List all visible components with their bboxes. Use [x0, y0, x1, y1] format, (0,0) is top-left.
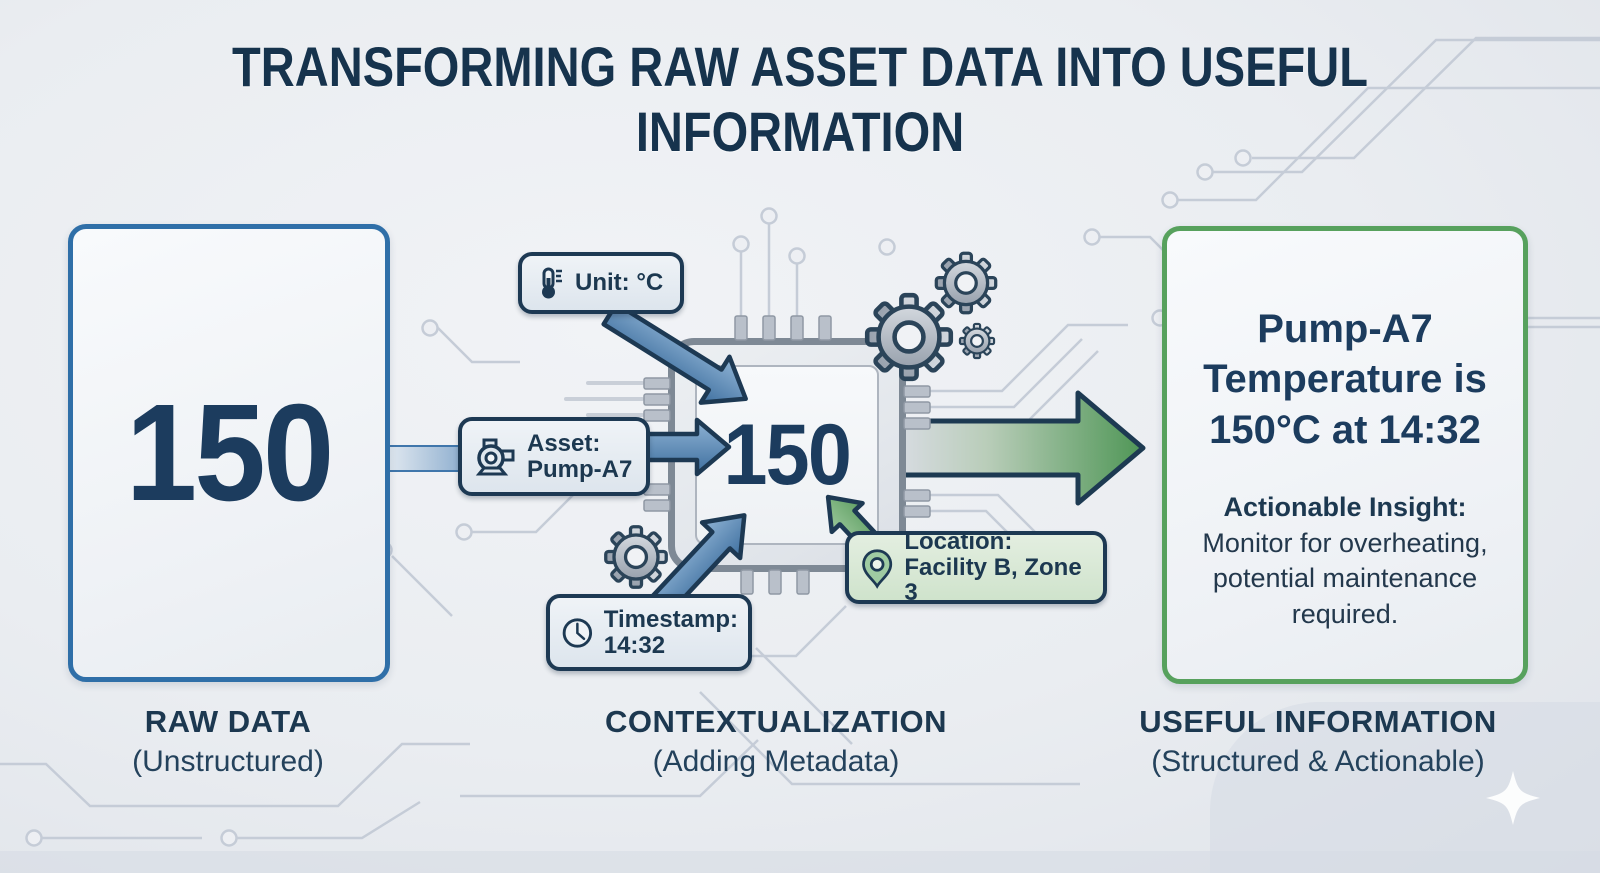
timestamp-tag: Timestamp: 14:32 [546, 594, 752, 671]
raw-data-box: 150 [68, 224, 390, 682]
unit-tag-label: Unit: °C [575, 269, 664, 297]
pump-icon [475, 438, 515, 475]
asset-tag-label: Asset: Pump-A7 [527, 429, 633, 483]
gear-icon-bottom [604, 525, 668, 589]
actionable-insight: Actionable Insight: Monitor for overheat… [1180, 490, 1510, 633]
chip-stub-traces [564, 381, 644, 417]
asset-tag: Asset: Pump-A7 [458, 417, 650, 496]
raw-stage-label: RAW DATA (Unstructured) [132, 704, 324, 778]
map-pin-icon [862, 548, 893, 589]
location-tag-label: Location: Facility B, Zone 3 [904, 528, 1082, 607]
location-tag: Location: Facility B, Zone 3 [845, 528, 1107, 607]
useful-information-box: Pump-A7 Temperature is 150°C at 14:32 Ac… [1162, 226, 1528, 684]
chip-value: 150 [723, 406, 852, 503]
bottom-edge-band [0, 851, 1600, 873]
gear-icon-small [958, 322, 996, 360]
raw-value: 150 [126, 375, 335, 530]
chip-inner-panel: 150 [695, 365, 879, 545]
unit-tag: Unit: °C [518, 252, 684, 314]
useful-headline: Pump-A7 Temperature is 150°C at 14:32 [1203, 306, 1487, 453]
transform-output-arrow [900, 390, 1146, 506]
useful-stage-label: USEFUL INFORMATION (Structured & Actiona… [1139, 704, 1497, 778]
context-stage-label: CONTEXTUALIZATION (Adding Metadata) [604, 704, 947, 778]
page-title: TRANSFORMING RAW ASSET DATA INTO USEFUL … [232, 35, 1368, 163]
timestamp-tag-label: Timestamp: 14:32 [603, 605, 738, 659]
clock-icon [562, 617, 593, 648]
gear-icon-medium [934, 251, 998, 315]
thermometer-icon [542, 267, 562, 299]
insight-title: Actionable Insight: [1223, 491, 1467, 522]
raw-to-asset-connector [385, 445, 469, 472]
insight-body: Monitor for overheating, potential maint… [1202, 527, 1488, 629]
